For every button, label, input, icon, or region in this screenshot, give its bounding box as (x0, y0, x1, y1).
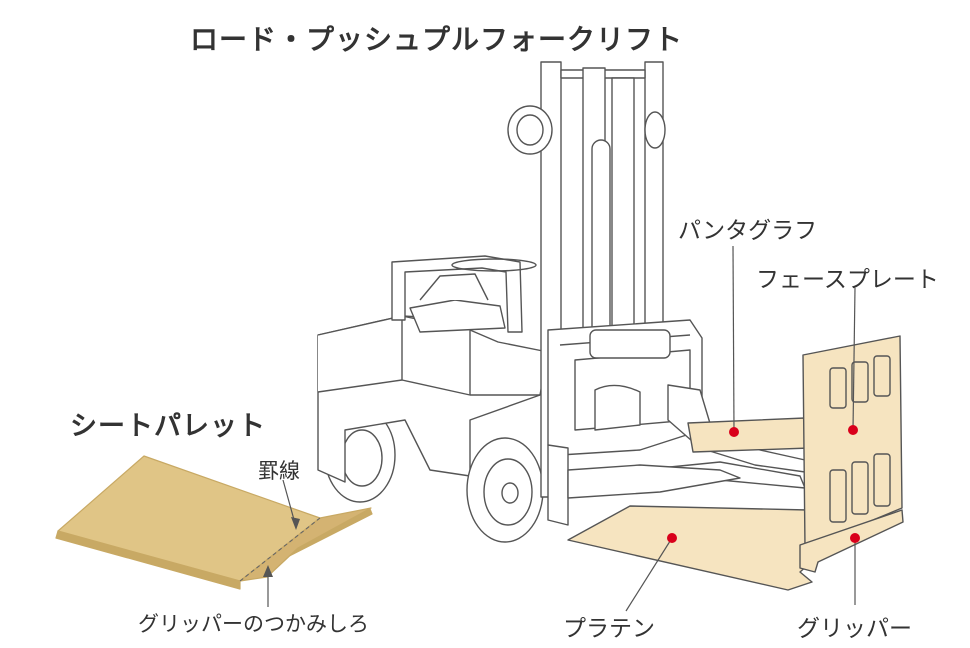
label-platen: プラテン (563, 616, 655, 642)
diagram-title: ロード・プッシュプルフォークリフト (190, 23, 684, 56)
pantograph-highlight (687, 417, 811, 453)
marker-pantograph (729, 427, 739, 437)
leader-lines (267, 245, 856, 612)
label-pantograph: パンタグラフ (678, 218, 818, 244)
label-score-line: 罫線 (258, 459, 300, 483)
forklift-illustration (317, 61, 904, 591)
label-gripper: グリッパー (797, 616, 912, 642)
marker-platen (667, 533, 677, 543)
label-face-plate: フェースプレート (756, 267, 939, 293)
score-line (239, 517, 321, 582)
label-sheet-pallet: シートパレット (70, 411, 266, 442)
arrowheads (263, 517, 300, 577)
markers (667, 425, 860, 543)
leader-face-plate (852, 287, 856, 431)
marker-face-plate (848, 425, 858, 435)
marker-gripper (850, 533, 860, 543)
platen (567, 505, 813, 591)
leader-pantograph (732, 245, 735, 433)
leader-platen (625, 537, 673, 612)
label-gripper-grip-area: グリッパーのつかみしろ (138, 612, 369, 636)
sheet-pallet-illustration (55, 455, 373, 590)
